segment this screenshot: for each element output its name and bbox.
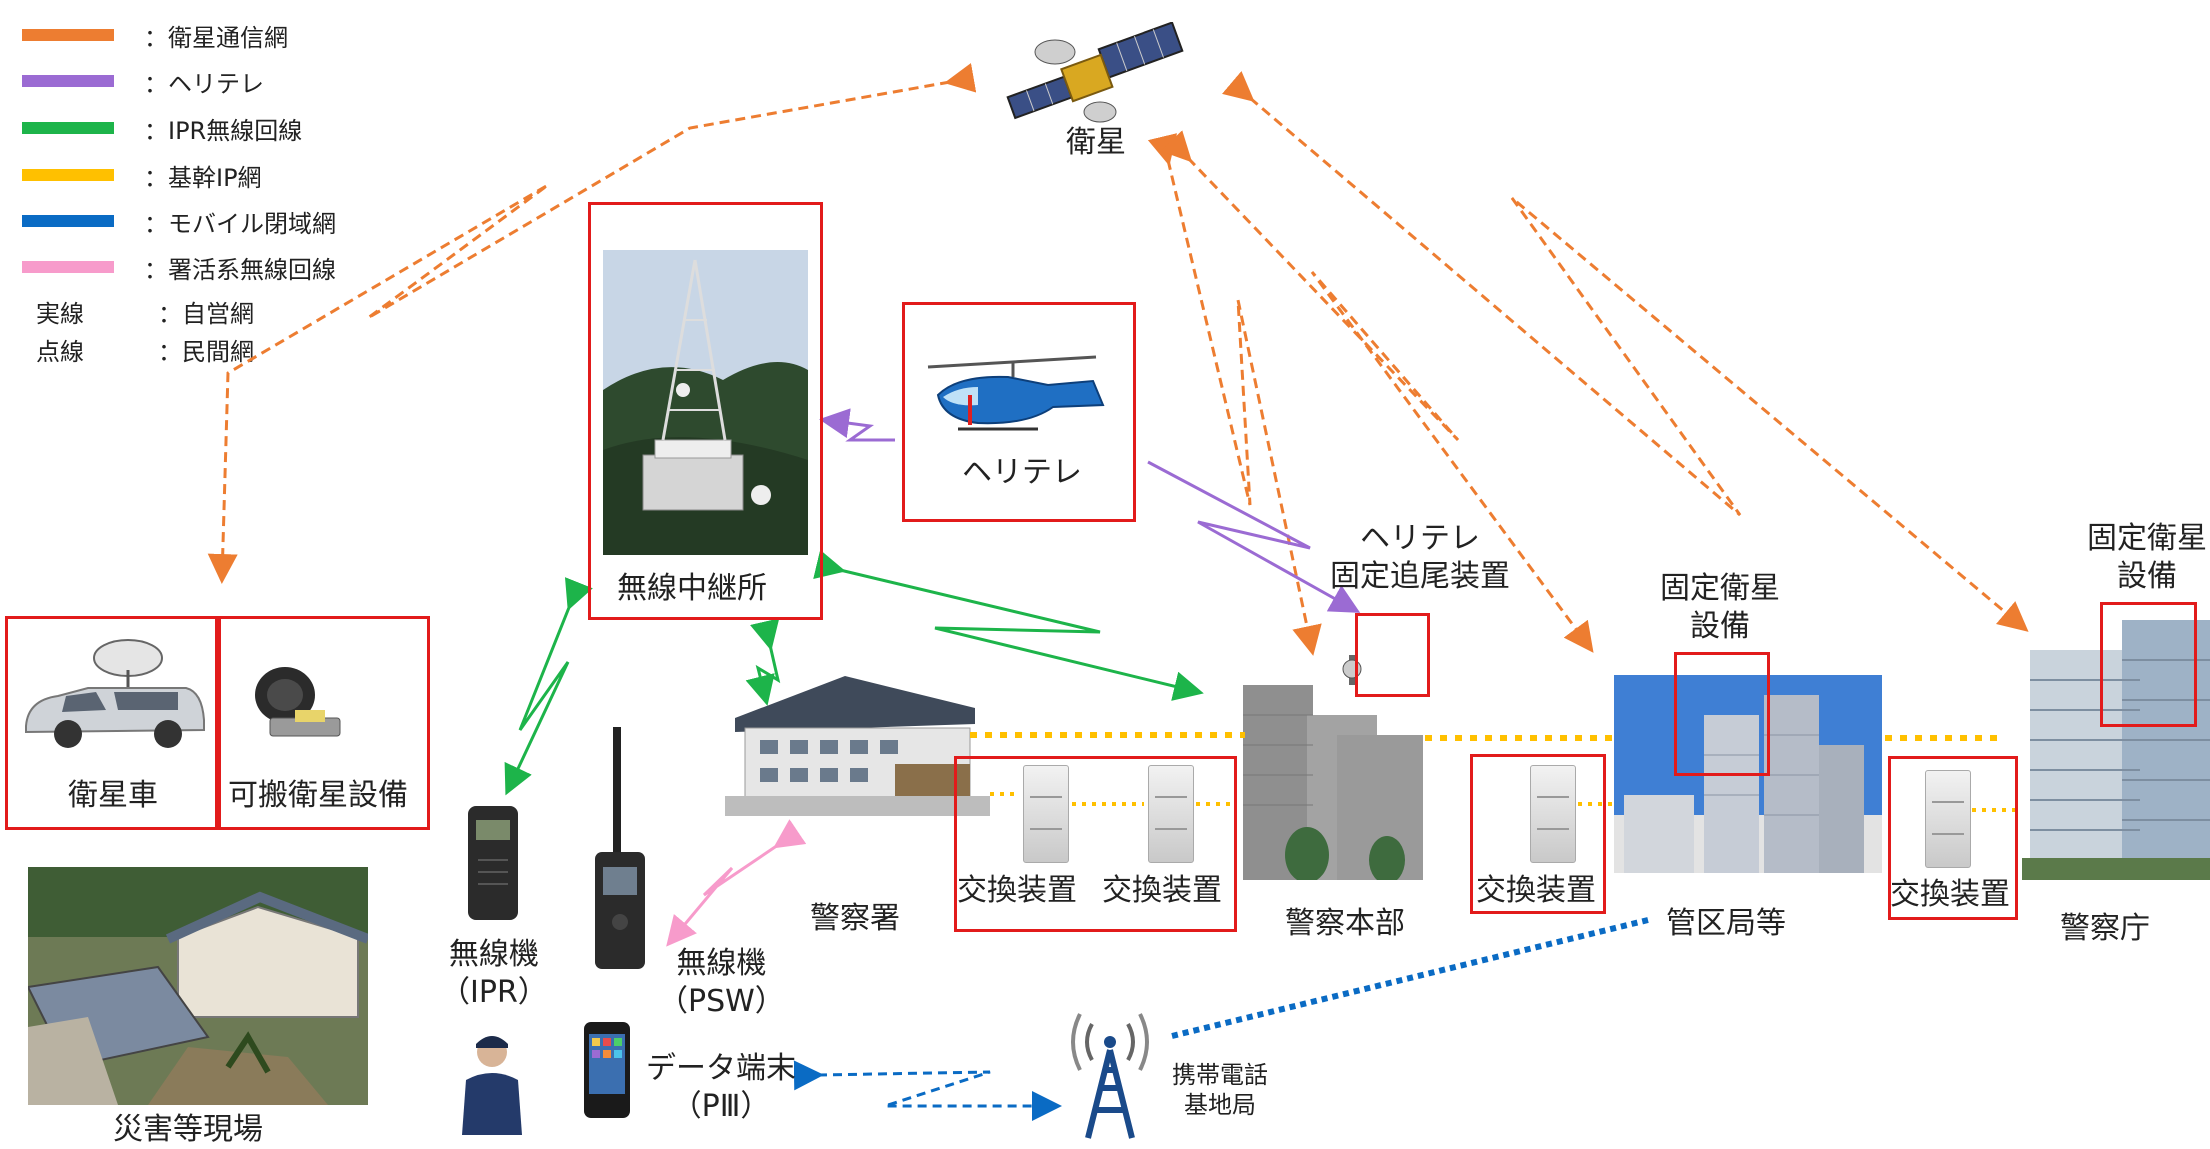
base-station-to-kanku-link xyxy=(1171,917,1649,1039)
switch-npa-box xyxy=(1888,756,2018,920)
helitele-label: ヘリテレ xyxy=(962,455,1082,490)
legend-label: ：基幹IP網 xyxy=(144,163,262,192)
legend-swatch xyxy=(22,29,114,41)
satellite-car-box xyxy=(5,616,218,830)
legend-label: ：署活系無線回線 xyxy=(144,255,336,284)
police-hq-label: 警察本部 xyxy=(1285,906,1405,941)
legend-label: ：ヘリテレ xyxy=(144,69,264,98)
switch-unit-icon xyxy=(1148,765,1194,863)
legend-label: ：自営網 xyxy=(158,299,254,328)
switch-unit-icon xyxy=(1925,770,1971,868)
relay-to-radio-link xyxy=(504,577,593,796)
legend-key: 実線 xyxy=(36,299,84,328)
legend-label: ：モバイル閉域網 xyxy=(144,209,336,238)
disaster-site-label: 災害等現場 xyxy=(113,1112,263,1147)
switch-pair-box xyxy=(954,756,1237,932)
satellite-to-hq-link-1 xyxy=(1147,133,1322,656)
switch-label-4: 交換装置 xyxy=(1890,877,2010,912)
relay-station-box xyxy=(588,202,823,620)
portable-satellite-label: 可搬衛星設備 xyxy=(228,778,408,813)
station-to-psw-link xyxy=(666,819,807,947)
switch-label-2: 交換装置 xyxy=(1102,873,1222,908)
legend-swatch xyxy=(22,261,114,273)
fixed-satellite-kanku-label: 固定衛星 設備 xyxy=(1660,571,1780,644)
legend-swatch xyxy=(22,169,114,181)
police-hq-photo xyxy=(1243,655,1423,880)
satellite-car-label: 衛星車 xyxy=(68,778,158,813)
satellite-to-car-link xyxy=(207,63,977,584)
data-terminal-label: データ端末 （PⅢ） xyxy=(646,1051,796,1124)
relay-station-label: 無線中継所 xyxy=(617,571,767,606)
legend-item-solid: 実線 ：自営網 xyxy=(22,294,254,328)
npa-label: 警察庁 xyxy=(2060,911,2150,946)
legend-swatch xyxy=(22,215,114,227)
legend-item-psw: ：署活系無線回線 xyxy=(22,250,336,284)
switch-label-3: 交換装置 xyxy=(1476,873,1596,908)
fixed-satellite-kanku-box xyxy=(1674,652,1770,776)
fixed-satellite-npa-box xyxy=(2100,602,2197,727)
portable-satellite-photo xyxy=(255,667,341,737)
base-station-label: 携帯電話 基地局 xyxy=(1172,1061,1268,1119)
switch-unit-icon xyxy=(1530,765,1576,863)
legend-label: ：IPR無線回線 xyxy=(144,116,303,145)
legend-item-dotted: 点線 ：民間網 xyxy=(22,332,254,366)
legend-item-mobile: ：モバイル閉域網 xyxy=(22,204,336,238)
radio-ipr-label: 無線機 （IPR） xyxy=(440,937,548,1010)
regional-bureau-label: 管区局等 xyxy=(1666,906,1786,941)
police-station-photo xyxy=(725,676,990,816)
helitele-tracker-box xyxy=(1355,613,1430,697)
switch-label-1: 交換装置 xyxy=(957,873,1077,908)
satellite-icon xyxy=(1006,22,1184,123)
terminal-to-base-station-link xyxy=(793,1060,1062,1121)
satellite-label: 衛星 xyxy=(1066,125,1126,160)
radio-psw-icon xyxy=(595,727,645,969)
psw-links xyxy=(666,819,807,947)
npa-photo xyxy=(2022,620,2210,880)
legend-swatch xyxy=(22,75,114,87)
legend-item-helitele: ：ヘリテレ xyxy=(22,64,264,98)
legend-swatch xyxy=(22,122,114,134)
helitele-to-relay-link xyxy=(819,408,895,442)
base-station-icon xyxy=(1071,1013,1149,1139)
police-station-label: 警察署 xyxy=(810,901,900,936)
legend-label: ：衛星通信網 xyxy=(144,23,288,52)
legend-item-satellite-net: ：衛星通信網 xyxy=(22,18,288,52)
helitele-tracker-label: ヘリテレ 固定追尾装置 xyxy=(1330,521,1510,594)
radio-psw-label: 無線機 （PSW） xyxy=(658,946,785,1019)
switch-unit-icon xyxy=(1023,765,1069,863)
switch-hq-box xyxy=(1470,754,1606,914)
officer-photo xyxy=(462,1036,522,1135)
satellite-car-photo xyxy=(25,639,205,748)
disaster-site-photo xyxy=(28,867,368,1105)
fixed-satellite-npa-label: 固定衛星 設備 xyxy=(2087,521,2207,594)
data-terminal-icon xyxy=(584,1022,630,1118)
legend-item-ipr: ：IPR無線回線 xyxy=(22,111,302,145)
radio-ipr-icon xyxy=(468,806,518,920)
helitele-to-tracker-link xyxy=(1147,460,1361,613)
legend-key: 点線 xyxy=(36,337,84,366)
legend-label: ：民間網 xyxy=(158,337,254,366)
portable-satellite-box xyxy=(218,616,430,830)
legend-item-backbone: ：基幹IP網 xyxy=(22,158,262,192)
